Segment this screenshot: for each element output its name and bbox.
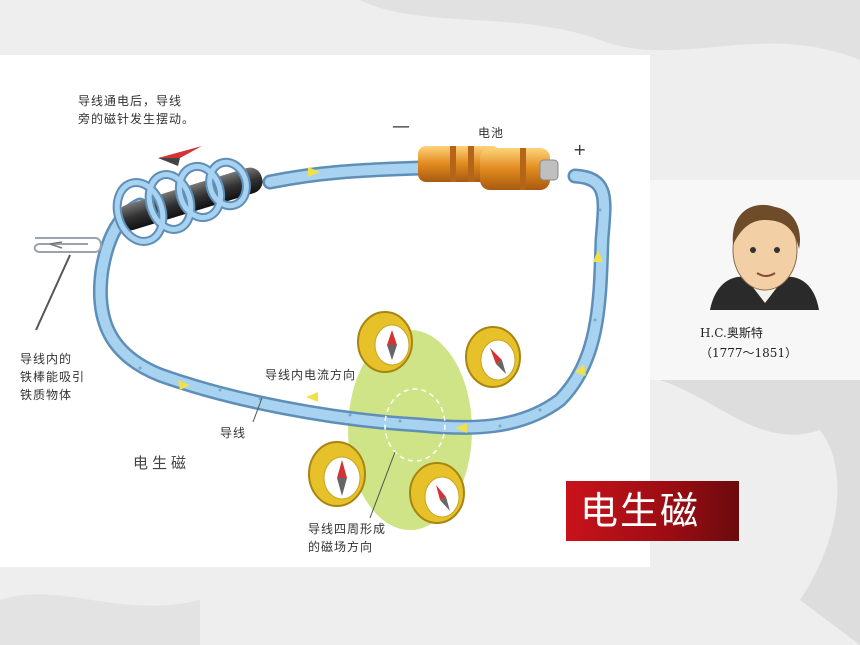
label-current-direction: 导线内电流方向 [265,368,357,382]
oersted-portrait [710,204,819,310]
iron-nail-icon [35,254,71,331]
slide-title: 电生磁 [566,481,739,541]
map-watermark-left [0,594,200,645]
label-field-direction: 导线四周形成 的磁场方向 [308,522,387,554]
wire-pointer-line [252,397,263,423]
compass-top-left [357,311,413,373]
compass-bottom-right [409,462,465,524]
portrait-name: H.C.奥斯特 [700,326,763,340]
label-negative-terminal: — [392,116,411,137]
paper-clip-icon [33,237,102,253]
compass-bottom-left [308,441,366,507]
magnetic-needle-icon [158,146,202,166]
compass-top-right [465,326,521,388]
map-watermark-right [660,380,860,645]
label-wire: 导线 [220,426,247,440]
battery-icon [418,146,559,190]
field-circle [384,388,446,462]
label-battery: 电池 [478,126,505,140]
portrait-years: （1777～1851） [700,346,798,360]
label-needle-swing: 导线通电后，导线 旁的磁针发生摆动。 [78,94,196,126]
wire-rivets [138,208,602,428]
map-watermark-top [360,0,860,60]
coil-highlight [114,159,249,244]
diagram-caption: 电生磁 [133,454,191,472]
label-positive-terminal: + [573,140,588,159]
current-arrows [178,167,603,433]
label-iron-rod: 导线内的 铁棒能吸引 铁质物体 [20,352,86,402]
field-pointer-line [369,451,396,519]
